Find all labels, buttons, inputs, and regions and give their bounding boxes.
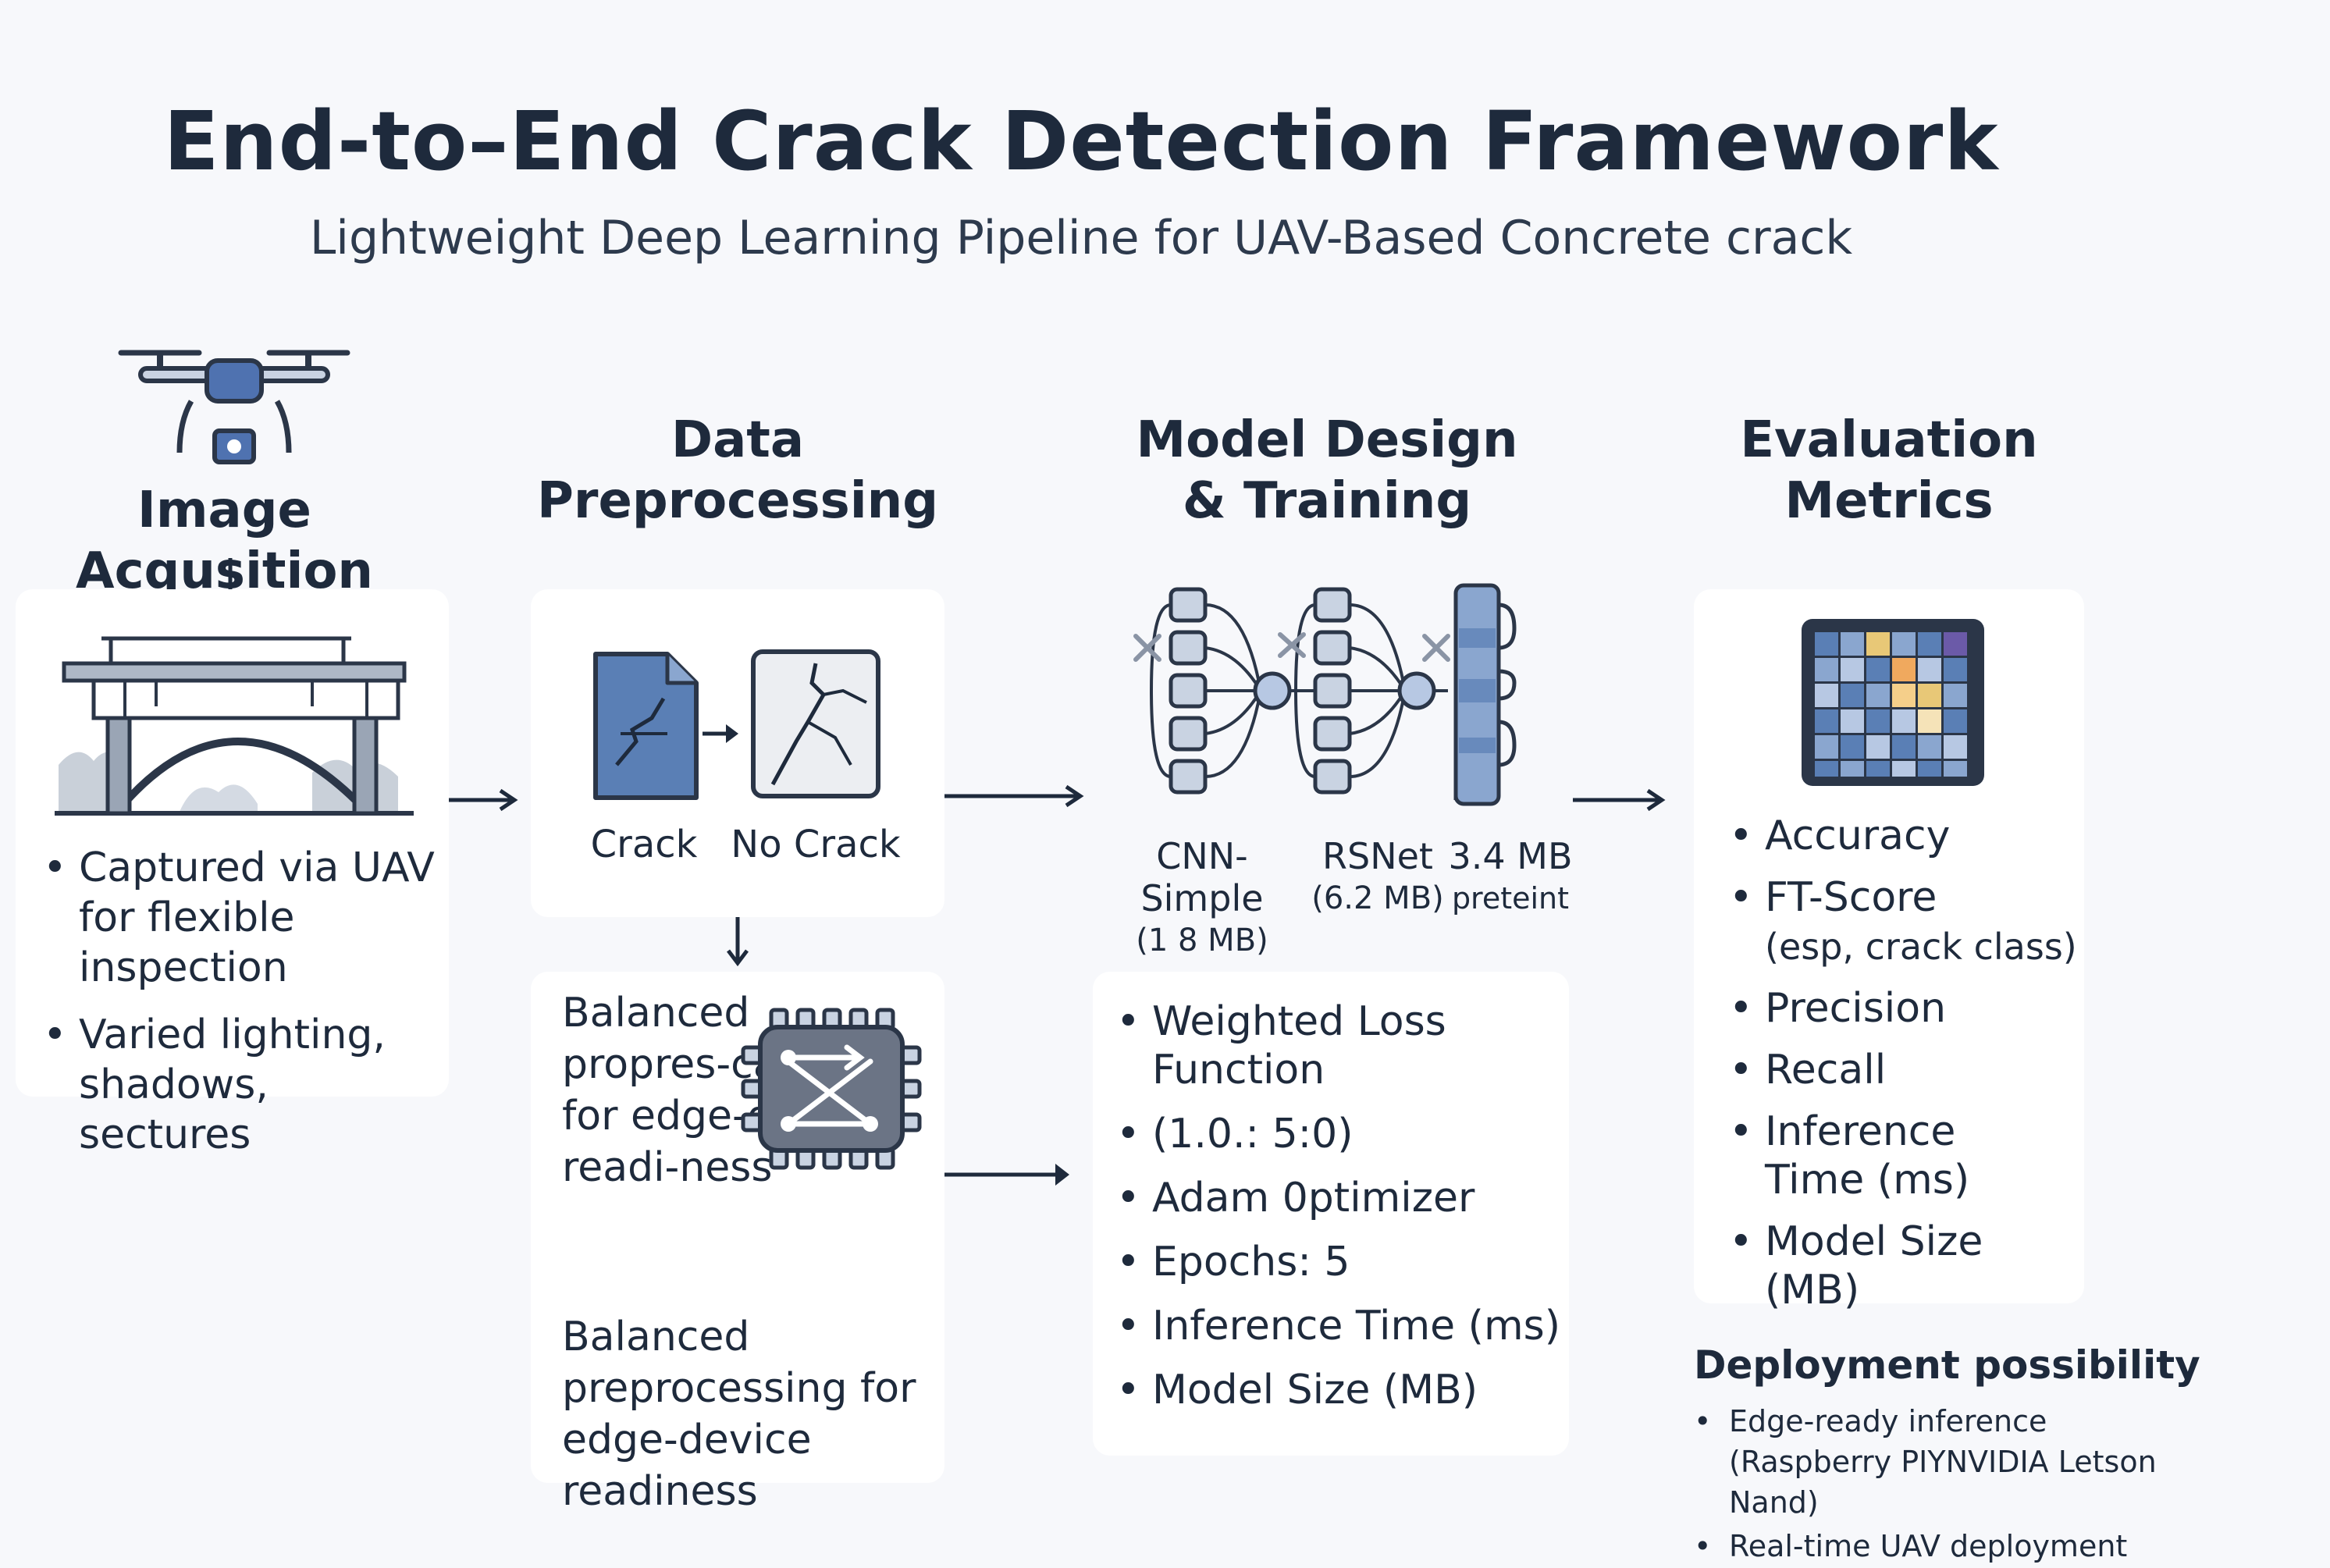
right-arrow-small [703, 724, 738, 743]
acquisition-bullets: Captured via UAV for flexible inspection… [43, 843, 441, 1160]
model-label-pretrained: 3.4 MB preteint [1448, 835, 1573, 919]
list-item: Edge-ready inference (Raspberry PIYNVIDI… [1694, 1401, 2193, 1523]
preprocessing-heading: Data Preprocessing [531, 410, 944, 532]
model-size: (1 8 MB) [1136, 923, 1268, 958]
flow-arrow [1573, 788, 1666, 812]
evaluation-bullets: Accuracy FT-Score (esp, crack class) Pre… [1729, 812, 2080, 1314]
list-item: Captured via UAV for flexible inspection [43, 843, 441, 993]
page-subtitle: Lightweight Deep Learning Pipeline for U… [309, 211, 1853, 265]
preprocessing-heading-line1: Data [671, 411, 805, 469]
deployment-heading: Deployment possibility [1694, 1342, 2200, 1388]
flow-arrow [449, 788, 518, 812]
model-name: RSNet [1322, 835, 1433, 877]
no-crack-image-icon [751, 649, 880, 798]
list-item: Real-time UAV deployment [1694, 1526, 2193, 1566]
model-heading-line1: Model Design [1136, 411, 1518, 469]
flow-arrow [944, 784, 1084, 808]
list-item: Weighted Loss Function [1116, 997, 1561, 1094]
list-item: Recall [1729, 1046, 2080, 1094]
neural-network-icon [1133, 583, 1517, 806]
page-title: End-to–End Crack Detection Framework [163, 94, 1999, 189]
list-item: FT-Score (esp, crack class) [1729, 873, 2080, 971]
model-training-bullets: Weighted Loss Function (1.0.: 5:0) Adam … [1116, 997, 1561, 1414]
list-item: Inference Time (ms) [1116, 1302, 1561, 1350]
list-item: Inference Time (ms) [1729, 1108, 2061, 1204]
confusion-matrix-icon [1802, 619, 1984, 786]
model-label-cnn: CNN-Simple (1 8 MB) [1097, 835, 1307, 962]
crack-file-icon [593, 652, 699, 800]
list-item: Accuracy [1729, 812, 2080, 860]
list-item-value: (1.0.: 5:0) [1116, 1110, 1561, 1158]
model-size: preteint [1451, 881, 1570, 916]
model-name: CNN-Simple [1140, 835, 1264, 919]
deployment-bullets: Edge-ready inference (Raspberry PIYNVIDI… [1694, 1401, 2193, 1566]
preprocessing-heading-line2: Preprocessing [536, 472, 939, 530]
model-name: 3.4 MB [1448, 835, 1573, 877]
chip-icon [741, 1008, 922, 1170]
f1-label: FT-Score [1765, 874, 1937, 921]
no-crack-label: No Crack [731, 823, 901, 866]
f1-note: (esp, crack class) [1765, 926, 2077, 968]
model-heading: Model Design & Training [1085, 410, 1569, 532]
list-item: Epochs: 5 [1116, 1238, 1561, 1286]
preprocessing-note-2: Balanced preprocessing for edge-device r… [562, 1314, 916, 1515]
evaluation-heading-line2: Metrics [1784, 472, 1994, 530]
model-heading-line2: & Training [1182, 472, 1472, 530]
list-item: Precision [1729, 984, 2080, 1033]
list-item: Model Size (MB) [1729, 1218, 2080, 1314]
model-label-rsnet: RSNet (6.2 MB) [1311, 835, 1444, 919]
bridge-icon [55, 636, 414, 816]
list-item: Varied lighting, shadows, sectures [43, 1010, 441, 1160]
evaluation-heading-line1: Evaluation [1740, 411, 2038, 469]
down-arrow [727, 917, 749, 967]
crack-label: Crack [590, 823, 698, 866]
model-size: (6.2 MB) [1311, 880, 1444, 916]
drone-icon [118, 350, 350, 464]
flow-arrow [944, 1164, 1069, 1186]
list-item: Model Size (MB) [1116, 1366, 1561, 1414]
list-item: Adam 0ptimizer [1116, 1174, 1561, 1222]
evaluation-heading: Evaluation Metrics [1678, 410, 2100, 532]
